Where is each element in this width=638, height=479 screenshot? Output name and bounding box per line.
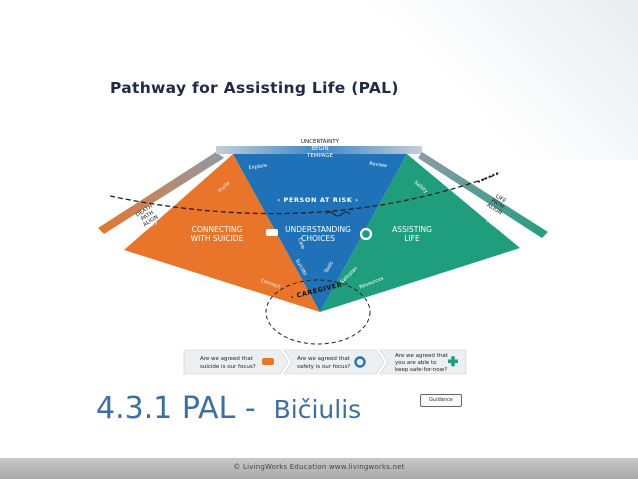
connecting-line-1: CONNECTING — [192, 225, 243, 234]
assisting-line-1: ASSISTING — [392, 225, 432, 234]
q2-life-ring-icon — [354, 356, 366, 368]
side-word-3: Review — [369, 161, 388, 169]
section-connecting — [124, 154, 320, 312]
question-3-line-3: keep safe-for-now? — [395, 367, 447, 373]
question-3-line-2: you are able to — [395, 360, 437, 366]
person-at-risk-label: ‹ PERSON AT RISK › — [277, 196, 358, 204]
footer-text: © LivingWorks Education www.livingworks.… — [233, 463, 405, 471]
question-2-line-1: Are we agreed that — [297, 356, 351, 362]
right-path-bar — [418, 152, 548, 238]
understanding-line-2: CHOICES — [301, 234, 335, 243]
top-label-line-2: BEGIN — [311, 146, 328, 152]
question-2-line-2: safety is our focus? — [297, 364, 350, 370]
connecting-line-2: WITH SUICIDE — [191, 234, 244, 243]
dashed-arc-end — [477, 171, 501, 183]
section-understanding — [233, 154, 407, 312]
plus-icon — [441, 261, 449, 270]
footer-bar: © LivingWorks Education www.livingworks.… — [0, 458, 638, 479]
guidance-box: Guidance — [420, 394, 462, 407]
slide-title-sub: Bičiulis — [273, 395, 362, 424]
person-squiggle — [325, 211, 351, 217]
question-1-line-2: suicide is our focus? — [200, 364, 256, 370]
assisting-line-2: LIFE — [404, 234, 420, 243]
caregiver-circle — [265, 279, 371, 345]
right-end-label: LIFE PATH ALIGN — [485, 194, 507, 217]
top-label-line-3: TEMPAGE — [306, 153, 333, 159]
q3-plus-icon — [448, 356, 458, 367]
question-chevron-1 — [183, 349, 289, 375]
understanding-line-1: UNDERSTANDING — [285, 225, 351, 234]
right-end-line-1: LIFE — [494, 194, 507, 205]
handshake-icon — [266, 229, 278, 236]
section-assisting — [320, 154, 520, 312]
slide-title: 4.3.1 PAL - Bičiulis — [96, 391, 361, 426]
top-path-bar — [216, 146, 422, 154]
side-word-2: Explore — [248, 163, 267, 172]
understanding-label: UNDERSTANDING CHOICES — [285, 225, 351, 243]
side-word-12: Care — [296, 237, 306, 250]
slide-title-main: 4.3.1 PAL - — [96, 391, 256, 426]
question-3-line-1: Are we agreed that — [395, 353, 449, 359]
q1-handshake-icon — [262, 358, 274, 365]
question-1-line-1: Are we agreed that — [200, 356, 254, 362]
background-shade — [338, 0, 638, 160]
question-row: Are we agreed that suicide is our focus?… — [183, 349, 467, 375]
top-label-line-1: UNCERTAINTY — [301, 139, 340, 145]
top-label: UNCERTAINTY BEGIN TEMPAGE — [301, 139, 340, 159]
dashed-arc — [109, 173, 499, 215]
question-chevron-2 — [283, 349, 385, 375]
question-chevron-3 — [379, 349, 467, 375]
connecting-label: CONNECTING WITH SUICIDE — [191, 225, 244, 243]
life-ring-icon — [359, 227, 373, 241]
left-path-bar — [98, 152, 224, 234]
assisting-label: ASSISTING LIFE — [392, 225, 432, 243]
pal-title: Pathway for Assisting Life (PAL) — [110, 79, 399, 97]
